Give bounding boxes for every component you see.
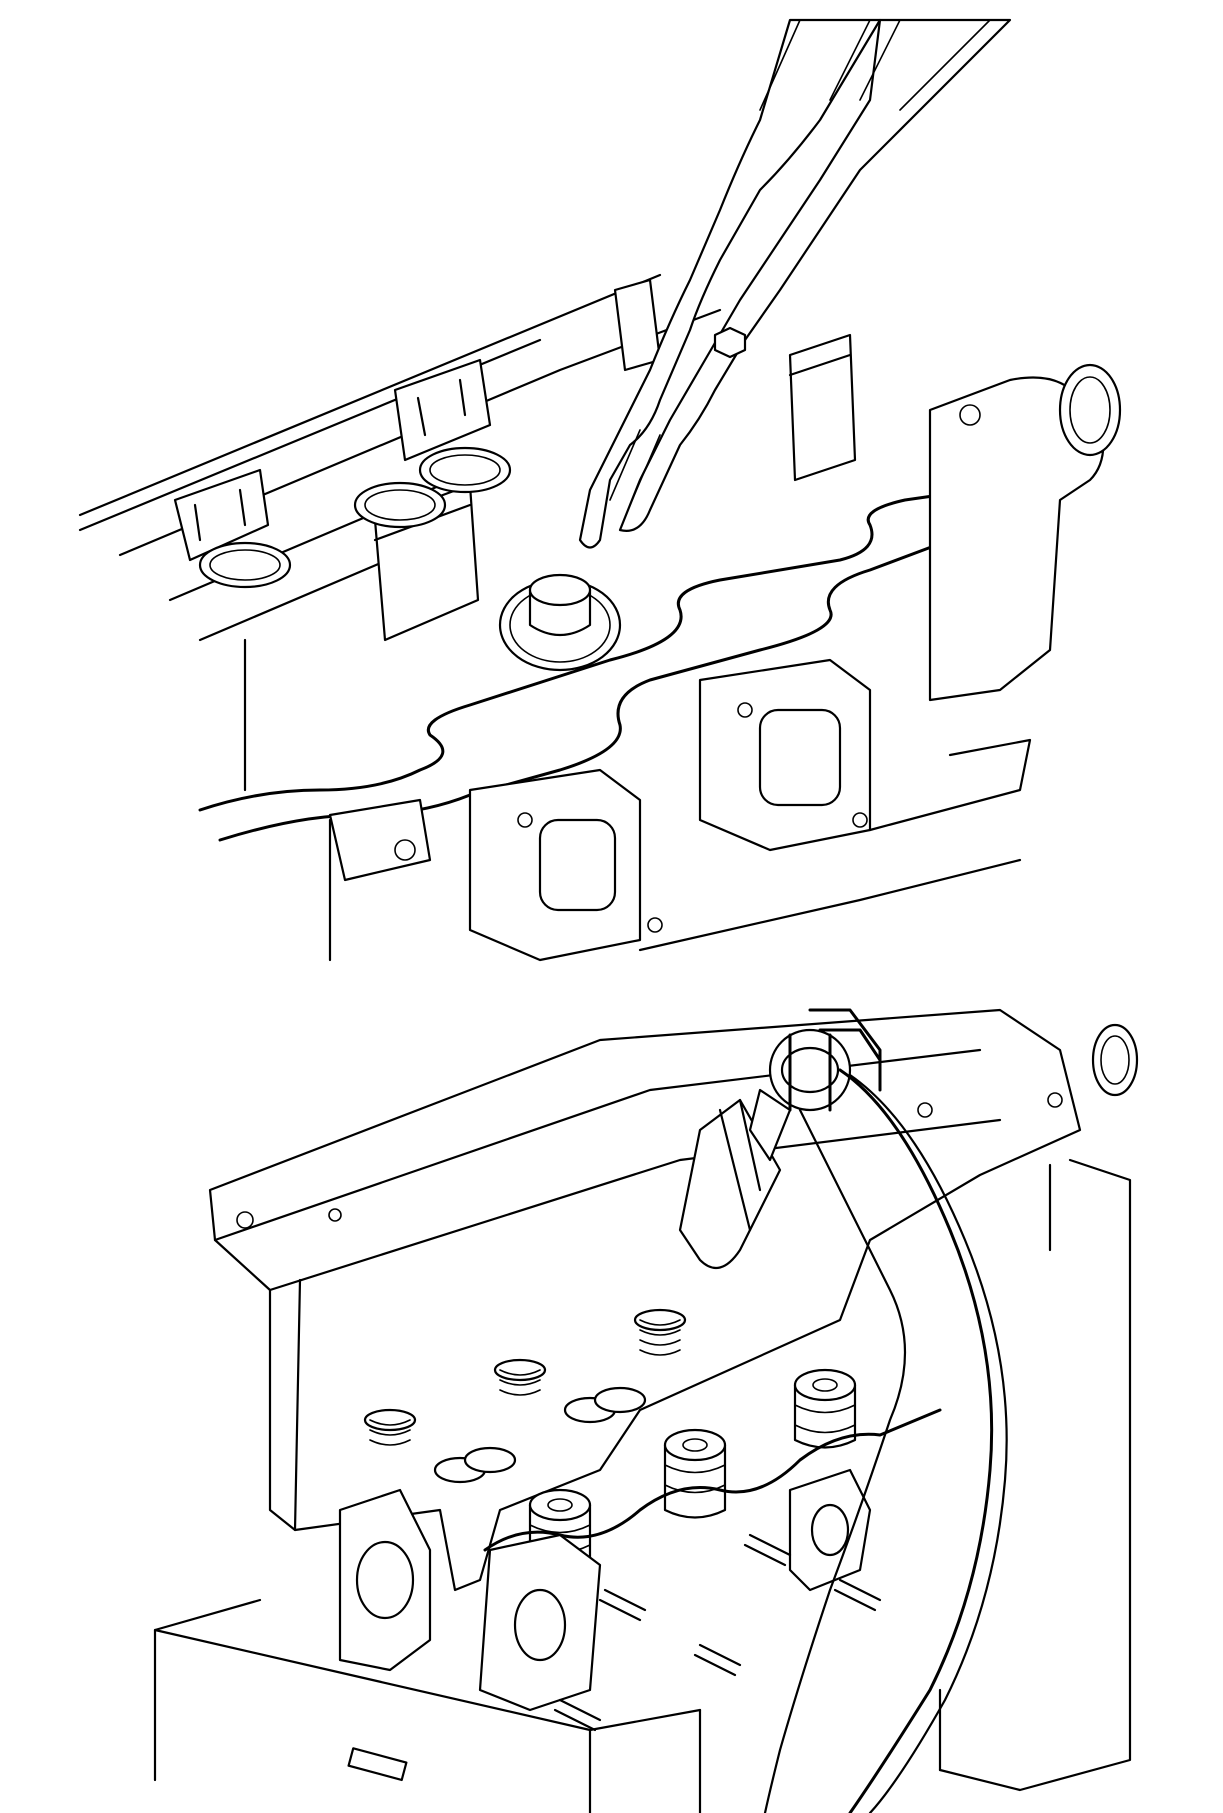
exhaust-port-1	[468, 768, 642, 962]
head-detail-bosses	[236, 1023, 1139, 1782]
manifold-studs	[553, 1533, 882, 1732]
thermostat-housing	[928, 363, 1122, 702]
bottom-panel	[0, 990, 1223, 1813]
cylinder-head	[208, 1008, 1082, 1592]
exhaust-port-flange-mid	[478, 1533, 602, 1712]
valve-spring-1	[363, 1408, 417, 1446]
bench-valve-bores	[433, 1386, 647, 1484]
pliers-icon	[578, 18, 1012, 549]
manifold-gasket	[198, 493, 952, 842]
valve-spring-3	[633, 1308, 687, 1356]
valve-spring-compressor-icon	[678, 1008, 1008, 1813]
cylinder-head-lower	[243, 638, 1032, 962]
top-panel	[78, 18, 1122, 962]
cam-bearing-towers	[173, 278, 857, 642]
valve-spring-2	[493, 1358, 547, 1396]
bench-manifold-gasket	[338, 1408, 942, 1712]
exhaust-port-flange-right	[788, 1468, 872, 1592]
installed-valve-springs	[528, 1368, 857, 1579]
valve-bores	[198, 446, 512, 589]
installed-spring-3	[793, 1368, 857, 1449]
cylinder-head-bench-diagram	[153, 1008, 1139, 1813]
exhaust-ports	[468, 658, 872, 962]
installed-spring-2	[663, 1428, 727, 1519]
valve-seal-removal-diagram	[78, 18, 1122, 962]
workbench	[153, 1158, 1132, 1813]
valve-springs	[363, 1308, 687, 1446]
exhaust-port-flange-left	[338, 1488, 432, 1672]
pliers-pivot-bolt	[713, 326, 747, 359]
valve-stem-seal	[498, 573, 622, 672]
exhaust-port-2	[698, 658, 872, 852]
